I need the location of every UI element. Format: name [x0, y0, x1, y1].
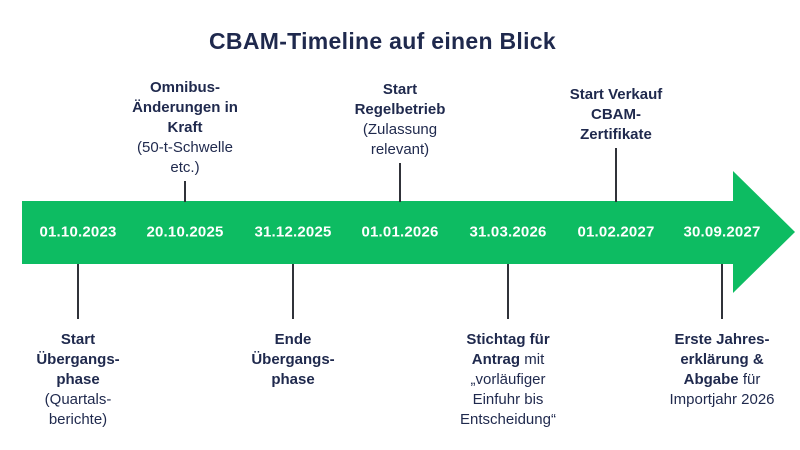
- event-text-line: relevant): [355, 140, 446, 160]
- event-text-segment: Einfuhr bis: [472, 391, 544, 408]
- event-text-segment: Änderungen in: [132, 99, 238, 116]
- timeline-date: 31.03.2026: [469, 223, 547, 241]
- connector-line: [615, 148, 617, 202]
- event-text-line: Übergangs-: [36, 350, 119, 370]
- event-text-line: Übergangs-: [251, 350, 334, 370]
- event-text-line: (Quartals-: [36, 390, 119, 410]
- event-text-segment: „vorläufiger: [470, 371, 546, 388]
- event-text-line: Einfuhr bis: [460, 390, 556, 410]
- connector-line: [399, 163, 401, 202]
- connector-line: [77, 264, 79, 319]
- event-text-segment: Antrag: [471, 351, 521, 368]
- event-text-line: „vorläufiger: [460, 370, 556, 390]
- event-text-segment: CBAM-: [590, 106, 641, 123]
- event-text-line: Erste Jahres-: [669, 330, 774, 350]
- timeline-arrowhead-icon: [733, 171, 795, 293]
- event-text-segment: Ende: [274, 331, 312, 348]
- event-text-line: phase: [36, 370, 119, 390]
- event-text-line: phase: [251, 370, 334, 390]
- event-text-segment: phase: [271, 371, 315, 388]
- timeline-arrow-body: [22, 201, 733, 264]
- event-text-segment: Stichtag für: [466, 331, 550, 348]
- event-text-line: Änderungen in: [132, 98, 238, 118]
- event-text-line: Importjahr 2026: [669, 390, 774, 410]
- event-text-line: berichte): [36, 410, 119, 430]
- event-text-segment: Entscheidung“: [460, 411, 556, 428]
- event-text-segment: relevant): [370, 141, 430, 158]
- event-text-segment: phase: [56, 371, 100, 388]
- timeline-date: 31.12.2025: [254, 223, 332, 241]
- event-text-line: etc.): [132, 158, 238, 178]
- event-text-segment: Übergangs-: [251, 351, 335, 368]
- timeline-date: 01.01.2026: [361, 223, 439, 241]
- event-text-segment: Zertifikate: [580, 126, 652, 143]
- event-text-line: (50-t-Schwelle: [132, 138, 238, 158]
- event-text-line: Regelbetrieb: [355, 100, 446, 120]
- event-text-line: erklärung &: [669, 350, 774, 370]
- event-text-segment: Importjahr 2026: [669, 391, 775, 408]
- connector-line: [721, 264, 723, 319]
- event-text-line: CBAM-: [570, 105, 663, 125]
- timeline-date: 20.10.2025: [146, 223, 224, 241]
- event-text-line: Omnibus-: [132, 78, 238, 98]
- event-text-line: (Zulassung: [355, 120, 446, 140]
- event-text-line: Zertifikate: [570, 125, 663, 145]
- event-text-line: Start Verkauf: [570, 85, 663, 105]
- diagram-title: CBAM-Timeline auf einen Blick: [209, 28, 556, 54]
- event-text-segment: Kraft: [167, 119, 203, 136]
- event-text-line: Stichtag für: [460, 330, 556, 350]
- event-text-segment: Start Verkauf: [569, 86, 663, 103]
- event-text-segment: etc.): [170, 159, 200, 176]
- event-text-segment: für: [738, 371, 761, 388]
- event-text-segment: berichte): [48, 411, 108, 428]
- timeline-date: 01.10.2023: [39, 223, 117, 241]
- event-text-segment: mit: [520, 351, 545, 368]
- event-text-segment: Abgabe: [683, 371, 739, 388]
- event-text-line: Start: [355, 80, 446, 100]
- timeline-event-above: Omnibus- Änderungen in Kraft (50-t-Schwelle…: [132, 78, 238, 178]
- event-text-line: Ende: [251, 330, 334, 350]
- connector-line: [292, 264, 294, 319]
- event-text-line: Abgabe für: [669, 370, 774, 390]
- event-text-segment: Übergangs-: [36, 351, 120, 368]
- connector-line: [507, 264, 509, 319]
- event-text-segment: Erste Jahres-: [674, 331, 770, 348]
- timeline-date: 30.09.2027: [683, 223, 761, 241]
- event-text-line: Entscheidung“: [460, 410, 556, 430]
- event-text-segment: Omnibus-: [149, 79, 220, 96]
- event-text-segment: erklärung &: [680, 351, 764, 368]
- event-text-segment: (50-t-Schwelle: [137, 139, 233, 156]
- event-text-segment: Regelbetrieb: [354, 101, 446, 118]
- event-text-segment: Start: [60, 331, 96, 348]
- timeline-date: 01.02.2027: [577, 223, 655, 241]
- event-text-line: Kraft: [132, 118, 238, 138]
- connector-line: [184, 181, 186, 202]
- event-text-segment: Start: [382, 81, 418, 98]
- event-text-line: Antrag mit: [460, 350, 556, 370]
- event-text-segment: (Quartals-: [44, 391, 112, 408]
- event-text-line: Start: [36, 330, 119, 350]
- event-text-segment: (Zulassung: [362, 121, 438, 138]
